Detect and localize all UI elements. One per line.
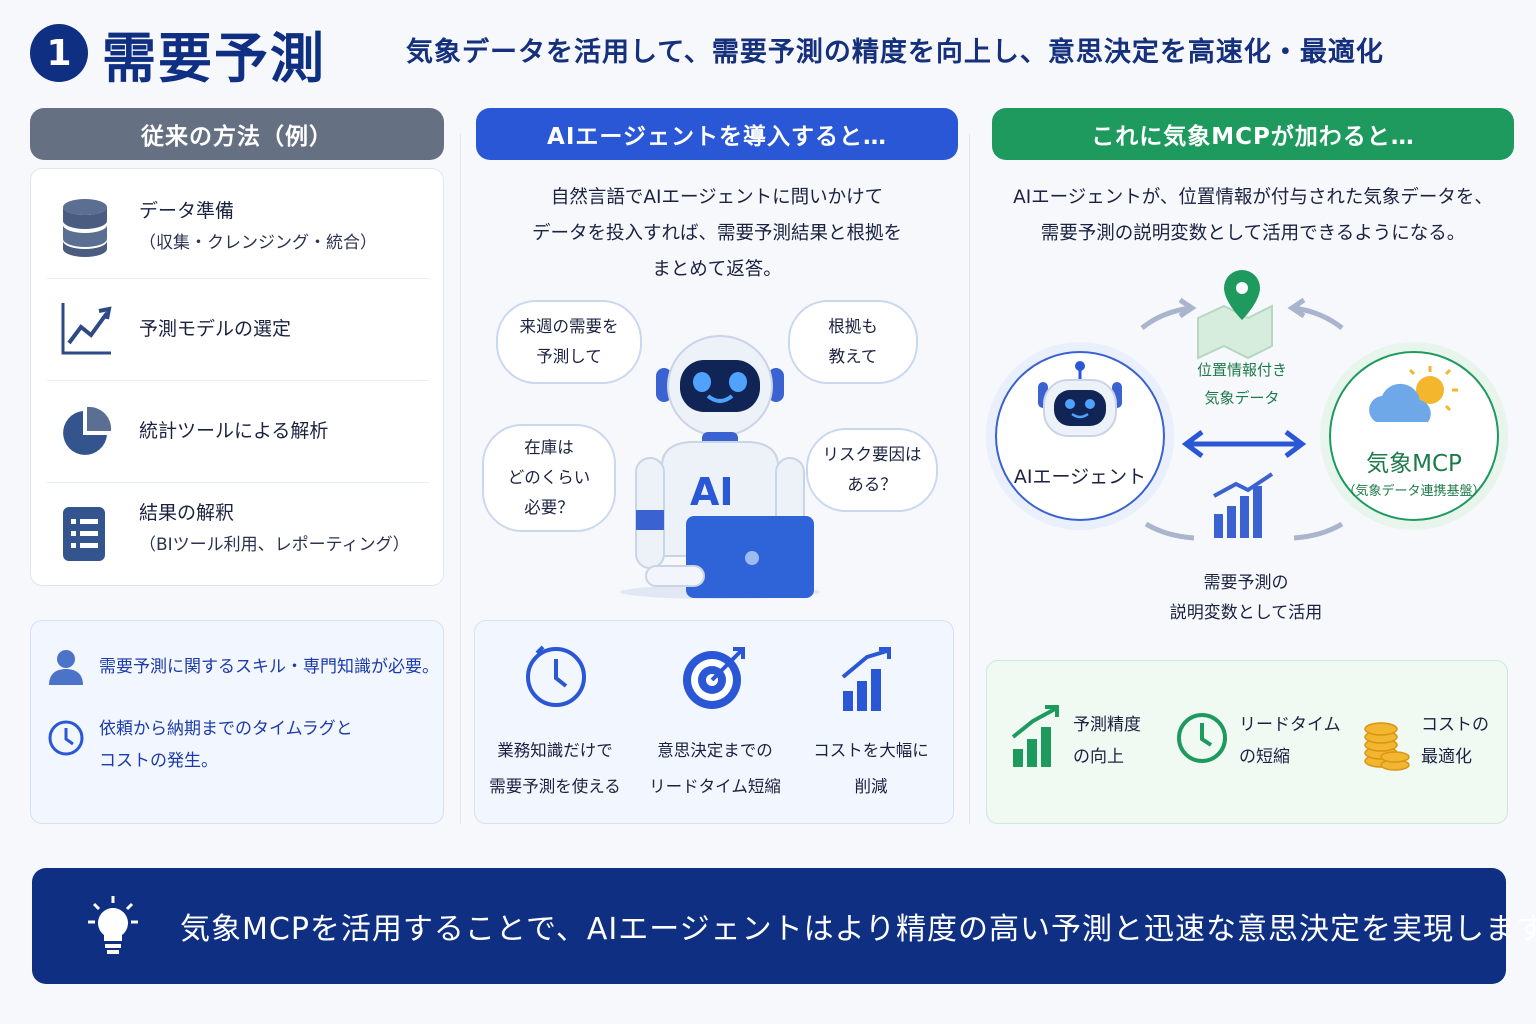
mcp-node-sub: （気象データ連携基盤）: [1342, 484, 1486, 499]
bubble-line: 在庫は: [524, 438, 574, 457]
step-detail: （収集・クレンジング・統合）: [139, 233, 377, 253]
pie-chart-icon: [59, 405, 113, 463]
bar-growth-icon: [839, 647, 895, 717]
step-data-prep: データ準備 （収集・クレンジング・統合）: [47, 175, 429, 279]
issue-line: コストの発生。: [99, 751, 218, 771]
robot-ai-label: AI: [690, 470, 734, 514]
bubble-line: 根拠も: [828, 317, 878, 336]
traditional-issues-box: 需要予測に関するスキル・専門知識が必要。 依頼から納期までのタイムラグと コスト…: [30, 620, 444, 824]
step-title: 結果の解釈: [139, 502, 235, 524]
chart-label-line: 説明変数として活用: [1169, 603, 1323, 623]
cycle-diagram: [986, 270, 1508, 541]
page-title: 需要予測: [102, 27, 326, 90]
benefit-cost: コストを大幅に 削減: [801, 733, 941, 805]
agent-node-label: AIエージェント: [1013, 466, 1147, 488]
benefit-business-knowledge: 業務知識だけで 需要予測を使える: [485, 733, 625, 805]
chart-label: 需要予測の 説明変数として活用: [1136, 568, 1356, 628]
benefit-line: の短縮: [1239, 747, 1290, 767]
person-icon: [47, 647, 85, 691]
bubble-line: どのくらい: [507, 468, 591, 487]
traditional-heading: 従来の方法（例）: [30, 108, 444, 160]
desc-line: 需要予測の説明変数として活用できるようになる。: [1040, 223, 1466, 244]
weather-mcp-benefits-box: 予測精度 の向上 リードタイム の短縮 コストの 最適化: [986, 660, 1508, 824]
map-label: 位置情報付き 気象データ: [1172, 356, 1312, 412]
issue-timelag: 依頼から納期までのタイムラグと コストの発生。: [99, 713, 353, 777]
step-model-select: 予測モデルの選定: [47, 279, 429, 381]
section-number-badge: 1: [30, 24, 88, 82]
lightbulb-icon: [84, 894, 142, 960]
benefit-line: の向上: [1073, 747, 1124, 767]
ai-agent-description: 自然言語でAIエージェントに問いかけて データを投入すれば、需要予測結果と根拠を…: [476, 180, 958, 288]
bubble-line: 必要？: [524, 498, 574, 517]
target-icon: [679, 643, 749, 717]
map-label-line: 位置情報付き: [1196, 361, 1287, 379]
step-interpret: 結果の解釈 （BIツール利用、レポーティング）: [47, 483, 429, 583]
speech-bubble-inventory: 在庫はどのくらい必要？: [482, 424, 616, 532]
issue-skill: 需要予測に関するスキル・専門知識が必要。: [99, 657, 439, 677]
clock-icon: [1175, 711, 1229, 769]
conclusion-banner: [32, 868, 1506, 984]
weather-mcp-description: AIエージェントが、位置情報が付与された気象データを、 需要予測の説明変数として…: [992, 180, 1514, 252]
clock-icon: [47, 719, 85, 761]
conclusion-text: 気象MCPを活用することで、AIエージェントはより精度の高い予測と迅速な意思決定…: [180, 912, 1536, 947]
step-title: 統計ツールによる解析: [139, 420, 329, 442]
desc-line: データを投入すれば、需要予測結果と根拠を: [531, 223, 902, 244]
ai-agent-column-frame: [460, 134, 970, 824]
benefit-line: 需要予測を使える: [489, 777, 621, 796]
step-title: データ準備: [139, 200, 235, 222]
benefit-lead-time-short: リードタイム の短縮: [1239, 709, 1341, 773]
database-icon: [59, 197, 111, 263]
bubble-line: ある？: [847, 475, 897, 494]
report-icon: [59, 505, 109, 567]
step-detail: （BIツール利用、レポーティング）: [139, 535, 410, 555]
clock-icon: [523, 643, 589, 713]
benefit-cost-opt: コストの 最適化: [1421, 709, 1489, 773]
chart-label-line: 需要予測の: [1203, 573, 1289, 593]
weather-mcp-heading: これに気象MCPが加わると…: [992, 108, 1514, 160]
benefit-accuracy: 予測精度 の向上: [1073, 709, 1141, 773]
benefit-line: 予測精度: [1073, 715, 1141, 735]
desc-line: 自然言語でAIエージェントに問いかけて: [550, 187, 884, 208]
benefit-line: コストの: [1421, 715, 1489, 735]
desc-line: まとめて返答。: [652, 259, 782, 280]
step-stat-analysis: 統計ツールによる解析: [47, 381, 429, 483]
step-title: 予測モデルの選定: [139, 318, 292, 340]
bubble-line: 予測して: [536, 347, 602, 366]
speech-bubble-basis: 根拠も教えて: [788, 300, 918, 384]
issue-line: 依頼から納期までのタイムラグと: [99, 719, 353, 739]
bubble-line: リスク要因は: [822, 445, 922, 464]
ai-robot-illustration: [620, 335, 820, 599]
traditional-steps-card: データ準備 （収集・クレンジング・統合） 予測モデルの選定 統計ツールによる解析: [30, 168, 444, 586]
page-subtitle: 気象データを活用して、需要予測の精度を向上し、意思決定を高速化・最適化: [406, 37, 1384, 68]
benefit-line: 削減: [854, 777, 888, 796]
bubble-line: 来週の需要を: [519, 317, 619, 336]
line-chart-icon: [59, 301, 113, 361]
map-label-line: 気象データ: [1204, 389, 1280, 407]
bubble-line: 教えて: [828, 347, 878, 366]
benefit-line: 意思決定までの: [657, 741, 773, 760]
speech-bubble-risk: リスク要因はある？: [806, 428, 938, 512]
desc-line: AIエージェントが、位置情報が付与された気象データを、: [1013, 187, 1493, 208]
benefit-lead-time: 意思決定までの リードタイム短縮: [645, 733, 785, 805]
speech-bubble-forecast: 来週の需要を予測して: [496, 300, 642, 384]
benefit-line: リードタイム短縮: [649, 777, 781, 796]
coins-icon: [1363, 711, 1411, 777]
benefit-line: 業務知識だけで: [497, 741, 613, 760]
ai-agent-benefits-box: 業務知識だけで 需要予測を使える 意思決定までの リードタイム短縮 コストを大幅…: [474, 620, 954, 824]
growth-chart-icon: [1011, 705, 1061, 773]
benefit-line: リードタイム: [1239, 715, 1341, 735]
ai-agent-heading: AIエージェントを導入すると…: [476, 108, 958, 160]
benefit-line: コストを大幅に: [813, 741, 929, 760]
benefit-line: 最適化: [1421, 747, 1472, 767]
mcp-node-label: 気象MCP: [1366, 451, 1462, 477]
